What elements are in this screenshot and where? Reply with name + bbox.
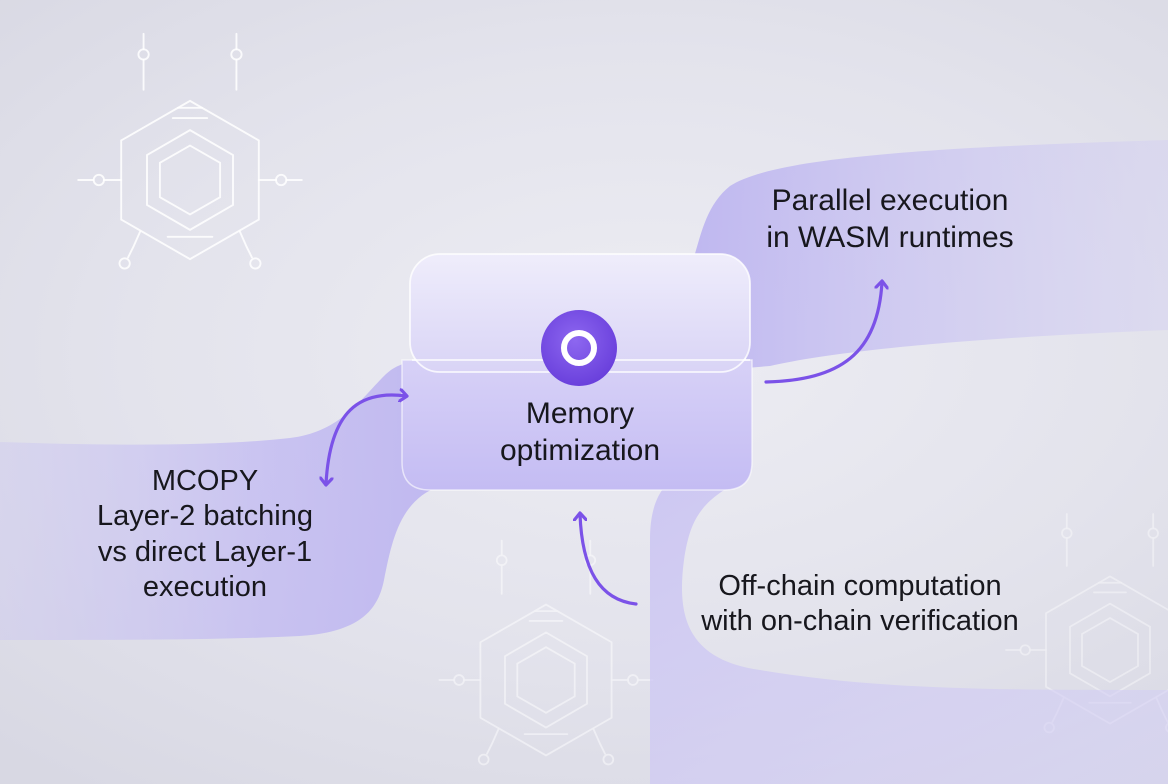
node-label-line: in WASM runtimes xyxy=(766,220,1014,254)
node-label-bottom-right: Off-chain computation with on-chain veri… xyxy=(640,569,1080,640)
node-label-line: with on-chain verification xyxy=(701,605,1019,638)
hub-block xyxy=(401,253,753,491)
hub-label-line: optimization xyxy=(499,433,661,467)
arrow-to-top-right xyxy=(764,282,882,384)
arrow-from-bottom-right xyxy=(580,514,638,606)
hexagon-circuit-icon xyxy=(77,32,303,270)
ribbon-top-right xyxy=(686,140,1168,368)
node-label-left: MCOPY Layer-2 batching vs direct Layer-1… xyxy=(40,464,370,606)
node-label-line: vs direct Layer-1 xyxy=(97,535,313,568)
node-label-line: execution xyxy=(142,571,268,604)
hub-label: Memory optimization xyxy=(440,396,720,469)
hub-label-line: Memory xyxy=(525,397,635,430)
node-label-top-right: Parallel execution in WASM runtimes xyxy=(720,183,1060,256)
node-label-line: MCOPY xyxy=(151,465,259,497)
ring-icon xyxy=(541,310,617,386)
node-label-line: Parallel execution xyxy=(771,184,1009,217)
hexagon-circuit-icon xyxy=(438,539,654,766)
node-label-line: Off-chain computation xyxy=(718,570,1002,602)
node-label-line: Layer-2 batching xyxy=(96,500,314,533)
ribbon-bottom-right xyxy=(650,466,1168,784)
arrow-left-bidirectional xyxy=(326,395,406,484)
